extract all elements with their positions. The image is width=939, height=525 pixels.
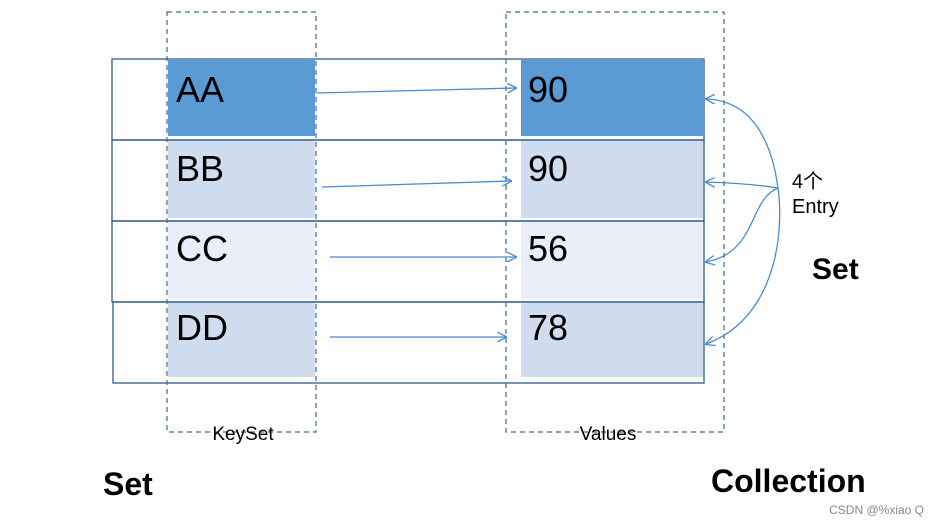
- key-text-2: BB: [176, 148, 224, 189]
- watermark-text: CSDN @%xiao Q: [829, 503, 924, 517]
- value-text-4: 78: [528, 307, 568, 348]
- value-text-3: 56: [528, 228, 568, 269]
- entry-arrow-4: [706, 187, 781, 344]
- entry-count-label: 4个: [792, 170, 823, 193]
- key-text-1: AA: [176, 69, 224, 110]
- values-label: Values: [580, 424, 637, 445]
- value-cell-4: [521, 303, 703, 377]
- entry-label: Entry: [792, 196, 839, 218]
- entry-arrow-3: [706, 187, 779, 262]
- key-cell-1: [168, 60, 315, 136]
- values-group: [505, 11, 725, 433]
- key-cell-2: [168, 141, 315, 218]
- keyset-label: KeySet: [212, 424, 274, 445]
- entry-arrow-2: [706, 182, 779, 189]
- key-text-4: DD: [176, 307, 228, 348]
- collection-label: Collection: [711, 463, 866, 499]
- keyset-group: [166, 11, 317, 433]
- value-cell-1: [521, 60, 703, 136]
- set-label-right: Set: [812, 253, 859, 286]
- key-cell-3: [168, 222, 315, 299]
- key-text-3: CC: [176, 228, 228, 269]
- set-label-left: Set: [103, 466, 153, 502]
- value-text-1: 90: [528, 69, 568, 110]
- value-text-2: 90: [528, 148, 568, 189]
- mapping-arrow-1: [316, 88, 516, 94]
- value-cell-3: [521, 222, 703, 299]
- entry-arrow-1: [706, 99, 779, 189]
- mapping-arrow-2: [321, 181, 511, 188]
- value-cell-2: [521, 141, 703, 218]
- key-cell-4: [168, 303, 315, 377]
